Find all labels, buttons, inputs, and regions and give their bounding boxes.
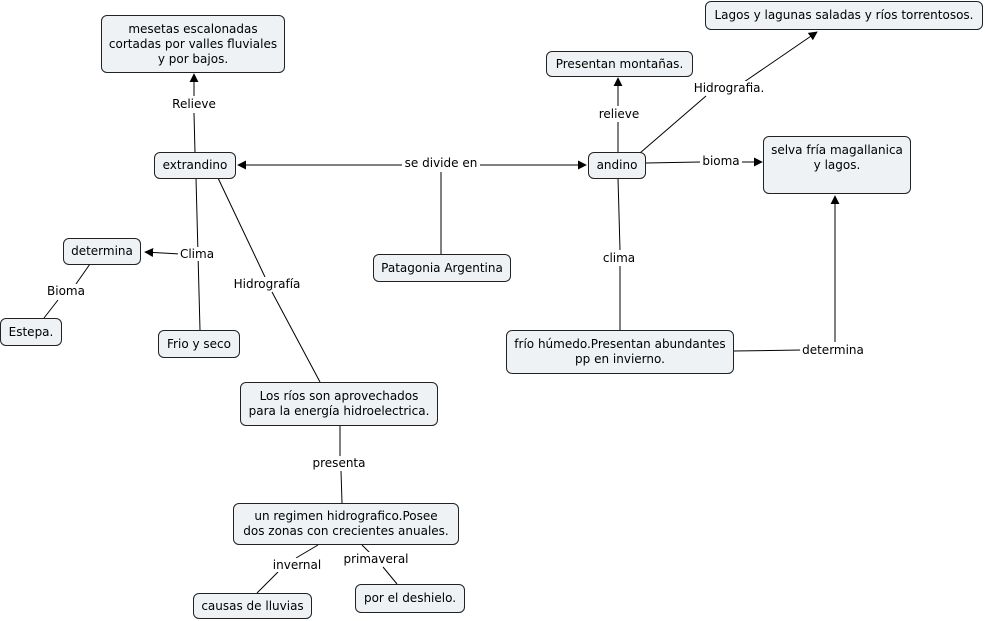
connector-presenta-regimen	[340, 470, 343, 504]
link-label-invernal: invernal	[270, 558, 324, 572]
link-label-clima-extrandino: Clima	[177, 247, 217, 261]
node-causas-de-lluvias[interactable]: causas de lluvias	[193, 593, 312, 619]
link-label-relieve-andino: relieve	[596, 107, 642, 121]
connector-friohumedo-determina	[732, 349, 803, 352]
link-label-clima-andino: clima	[600, 251, 638, 265]
link-label-bioma-extrandino: Bioma	[45, 284, 87, 298]
node-extrandino[interactable]: extrandino	[154, 152, 236, 179]
link-label-hidrografia-extrandino: Hidrografía	[231, 277, 303, 291]
connector-andino-clima	[617, 177, 621, 251]
node-presentan-montanas[interactable]: Presentan montañas.	[546, 51, 693, 77]
link-label-presenta: presenta	[310, 456, 368, 470]
node-mesetas-escalonadas[interactable]: mesetas escalonadas cortadas por valles …	[101, 15, 285, 73]
connector-bioma-estepa	[43, 299, 59, 319]
connector-extrandino-hidrografia	[217, 177, 266, 278]
connector-regimen-primaveral	[361, 544, 371, 554]
link-label-hidrografia-andino: Hidrografia.	[691, 81, 767, 95]
link-label-se-divide-en: se divide en	[402, 156, 480, 170]
connector-determina-bioma	[75, 263, 91, 285]
node-determina[interactable]: determina	[63, 238, 141, 265]
node-frio-y-seco[interactable]: Frio y seco	[158, 330, 240, 358]
node-selva-fria[interactable]: selva fría magallanica y lagos.	[763, 136, 911, 194]
connector-andino-hidrografia	[639, 95, 707, 154]
link-label-primaveral: primaveral	[341, 552, 411, 566]
link-label-relieve-extrandino: Relieve	[170, 97, 218, 111]
link-label-bioma-andino: bioma	[700, 154, 742, 168]
node-por-el-deshielo[interactable]: por el deshielo.	[355, 584, 465, 613]
connector-invernal-lluvias	[256, 571, 279, 594]
arrow-clima-determina	[144, 247, 181, 257]
connector-extrandino-relieve	[193, 112, 196, 154]
connector-andino-bioma	[645, 161, 701, 164]
node-estepa[interactable]: Estepa.	[0, 318, 62, 346]
arrow-hidrografia-lagos	[743, 31, 818, 83]
connector-primaveral-deshielo	[382, 566, 398, 585]
node-frio-humedo[interactable]: frío húmedo.Presentan abundantes pp en i…	[506, 330, 734, 374]
node-rios-hidroelectrica[interactable]: Los ríos son aprovechados para la energí…	[240, 382, 438, 426]
node-lagos-lagunas[interactable]: Lagos y lagunas saladas y ríos torrentos…	[705, 1, 983, 30]
node-regimen-hidrografico[interactable]: un regimen hidrografico.Posee dos zonas …	[233, 503, 459, 545]
node-andino[interactable]: andino	[588, 152, 646, 179]
connector-regimen-invernal	[295, 544, 319, 559]
link-label-determina-andino: determina	[800, 343, 866, 357]
node-patagonia-argentina[interactable]: Patagonia Argentina	[373, 254, 511, 282]
connector-hidrografia-rios	[271, 291, 321, 383]
